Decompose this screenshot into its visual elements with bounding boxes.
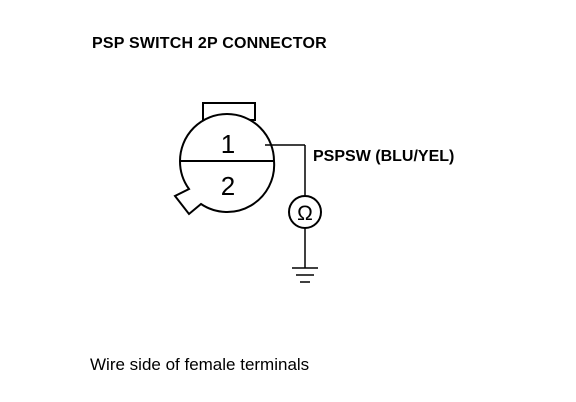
wiring <box>265 144 322 268</box>
connector-body <box>173 113 276 216</box>
wire-label: PSPSW (BLU/YEL) <box>313 148 455 165</box>
ground-icon <box>292 267 318 283</box>
terminal-2-label: 2 <box>221 171 235 201</box>
diagram-caption: Wire side of female terminals <box>90 355 310 374</box>
connector <box>173 102 276 216</box>
terminal-1-label: 1 <box>221 129 235 159</box>
ohm-icon: Ω <box>297 202 313 225</box>
diagram-title: PSP SWITCH 2P CONNECTOR <box>92 35 327 52</box>
